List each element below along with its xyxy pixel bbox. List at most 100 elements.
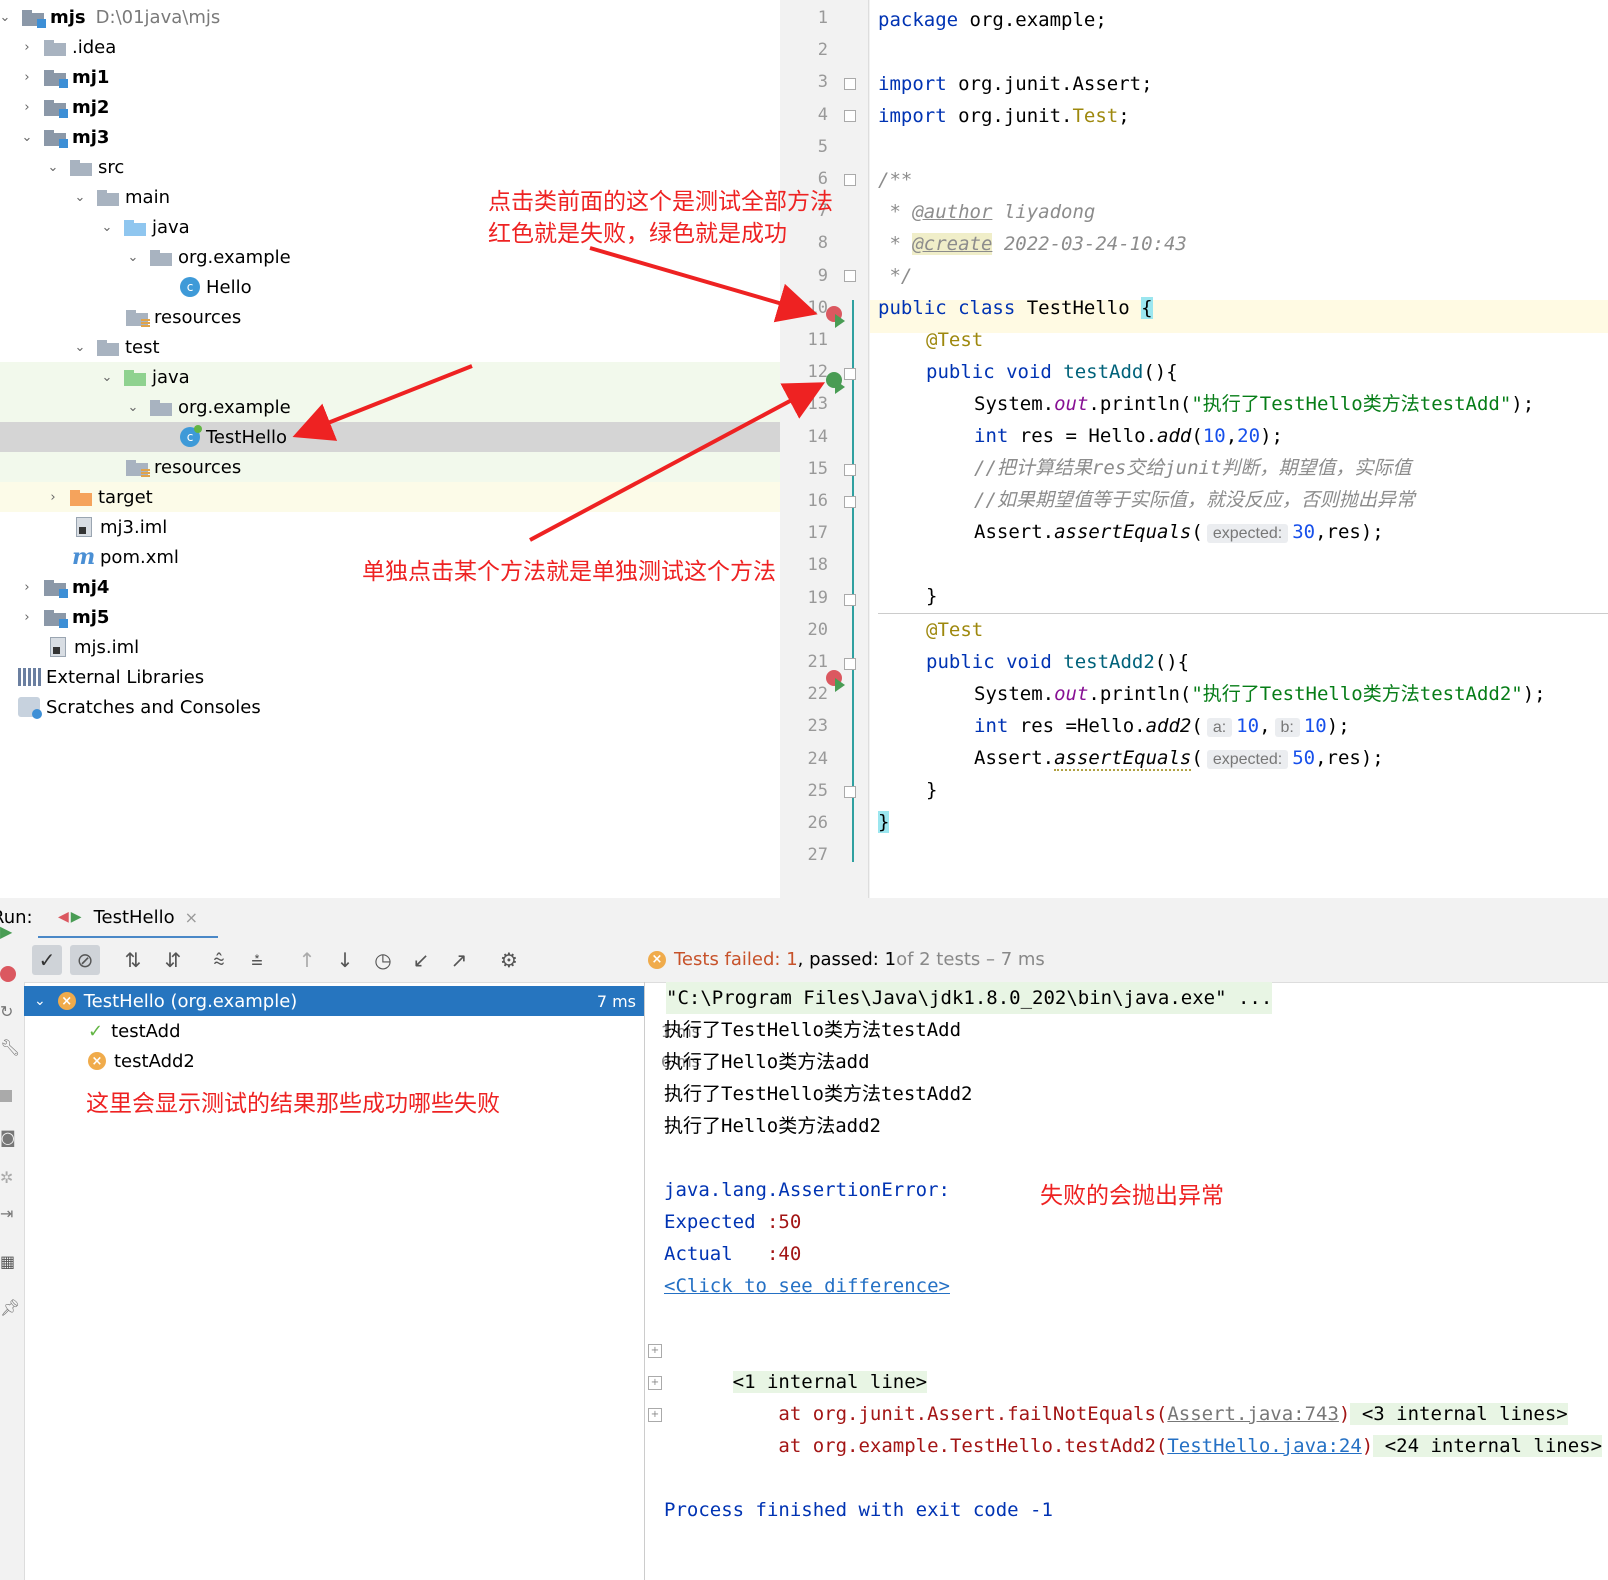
expand-all-icon[interactable]: ⩯ [213, 948, 225, 972]
expand-icon[interactable]: + [648, 1376, 662, 1390]
tree-item-main-resources[interactable]: resources [0, 302, 780, 332]
tree-item-test-java[interactable]: ⌄ java [0, 362, 780, 392]
run-method-passed-icon[interactable] [826, 372, 848, 394]
close-icon[interactable]: × [184, 907, 199, 927]
console-internal-line[interactable]: +<1 internal line> [648, 1334, 928, 1393]
fold-marker-icon[interactable] [844, 78, 856, 90]
tree-item-scratches[interactable]: Scratches and Consoles [0, 692, 780, 722]
fold-marker-icon[interactable] [844, 786, 856, 798]
run-class-failed-icon[interactable] [826, 306, 848, 328]
expand-icon[interactable]: + [648, 1408, 662, 1422]
tree-item-test-resources[interactable]: resources [0, 452, 780, 482]
chevron-down-icon[interactable]: ⌄ [101, 369, 113, 385]
tree-item-mj1[interactable]: › mj1 [0, 62, 780, 92]
stack-link-testhello[interactable]: TestHello.java:24 [1167, 1435, 1362, 1457]
run-tab-testhello[interactable]: ◀▶ TestHello × [38, 898, 219, 939]
fold-marker-icon[interactable] [844, 110, 856, 122]
result-row-testadd2[interactable]: × testAdd2 6 ms [24, 1046, 708, 1076]
fold-marker-icon[interactable] [844, 496, 856, 508]
console-diff-link[interactable]: <Click to see difference> [664, 1275, 950, 1297]
tree-item-mj5[interactable]: › mj5 [0, 602, 780, 632]
chevron-right-icon[interactable]: › [24, 579, 30, 595]
run-method-failed-icon[interactable] [826, 670, 848, 692]
result-row-testadd[interactable]: ✓ testAdd 1 ms [24, 1016, 708, 1046]
tree-item-hello[interactable]: c Hello [0, 272, 780, 302]
layout-icon[interactable]: ▦ [0, 1252, 16, 1271]
chevron-right-icon[interactable]: › [24, 99, 30, 115]
tree-item-main-java[interactable]: ⌄ java [0, 212, 780, 242]
rerun-failed-icon[interactable] [0, 966, 16, 982]
tree-item-idea[interactable]: › .idea [0, 32, 780, 62]
tree-item-mjs-iml[interactable]: mjs.iml [0, 632, 780, 662]
internal-lines-3[interactable]: <3 internal lines> [1350, 1403, 1568, 1425]
fold-marker-icon[interactable] [844, 658, 856, 670]
tree-item-mj3-iml[interactable]: mj3.iml [0, 512, 780, 542]
module-folder-icon [44, 579, 68, 598]
stop-icon[interactable] [0, 1090, 12, 1102]
chevron-down-icon[interactable]: ⌄ [34, 993, 46, 1009]
show-passed-icon[interactable]: ✓ [32, 945, 62, 975]
chevron-down-icon[interactable]: ⌄ [0, 9, 11, 25]
pin-icon[interactable]: 📌︎ [0, 1298, 21, 1317]
tree-item-main-package[interactable]: ⌄ org.example [0, 242, 780, 272]
tree-item-test[interactable]: ⌄ test [0, 332, 780, 362]
internal-lines-24[interactable]: <24 internal lines> [1373, 1435, 1603, 1457]
tree-item-target[interactable]: › target [0, 482, 780, 512]
import-tests-icon[interactable]: ↙ [412, 948, 430, 972]
chevron-down-icon[interactable]: ⌄ [127, 249, 139, 265]
tree-item-src[interactable]: ⌄ src [0, 152, 780, 182]
annotation-run-all: 点击类前面的这个是测试全部方法 [488, 189, 833, 215]
tree-item-label: External Libraries [46, 666, 205, 688]
chevron-down-icon[interactable]: ⌄ [21, 129, 33, 145]
settings-icon[interactable]: ✲ [0, 1168, 14, 1187]
tree-item-label: java [152, 216, 190, 238]
fold-marker-icon[interactable] [844, 270, 856, 282]
fold-marker-icon[interactable] [844, 464, 856, 476]
gear-icon[interactable]: ⚙ [500, 948, 518, 972]
tree-item-mj3[interactable]: ⌄ mj3 [0, 122, 780, 152]
fold-marker-icon[interactable] [844, 594, 856, 606]
chevron-down-icon[interactable]: ⌄ [74, 189, 86, 205]
stack-link-assert[interactable]: Assert.java:743 [1167, 1403, 1339, 1425]
previous-failed-icon[interactable]: ↑ [298, 948, 316, 972]
chevron-down-icon[interactable]: ⌄ [101, 219, 113, 235]
line-number: 21 [807, 652, 828, 672]
next-failed-icon[interactable]: ↓ [336, 948, 354, 972]
chevron-down-icon[interactable]: ⌄ [47, 159, 59, 175]
exit-icon[interactable]: ⇥ [0, 1204, 14, 1223]
chevron-down-icon[interactable]: ⌄ [74, 339, 86, 355]
history-icon[interactable]: ◷ [374, 948, 392, 972]
line-number: 9 [817, 265, 828, 286]
wrench-icon[interactable]: 🔧︎ [0, 1038, 21, 1057]
tree-item-mj2[interactable]: › mj2 [0, 92, 780, 122]
tree-root[interactable]: ⌄ mjs D:\01java\mjs [0, 2, 780, 32]
fold-marker-icon[interactable] [844, 368, 856, 380]
console-output[interactable]: "C:\Program Files\Java\jdk1.8.0_202\bin\… [648, 982, 1608, 1580]
export-tests-icon[interactable]: ↗ [450, 948, 468, 972]
chevron-right-icon[interactable]: › [24, 69, 30, 85]
show-ignored-icon[interactable]: ⊘ [70, 945, 100, 975]
tree-item-pom[interactable]: m pom.xml [0, 542, 780, 572]
result-row-suite[interactable]: ⌄ × TestHello (org.example) 7 ms [24, 986, 644, 1016]
expand-icon[interactable]: + [648, 1344, 662, 1358]
toggle-autotest-icon[interactable]: ↻ [0, 1002, 14, 1021]
fold-marker-icon[interactable] [844, 174, 856, 186]
tree-item-test-package[interactable]: ⌄ org.example [0, 392, 780, 422]
camera-icon[interactable]: ◙ [0, 1128, 16, 1147]
sort-alphabetically-icon[interactable]: ⇅ [124, 948, 142, 972]
rerun-icon[interactable]: ▶ [0, 922, 13, 941]
tree-item-mj4[interactable]: › mj4 [0, 572, 780, 602]
sort-by-duration-icon[interactable]: ⇵ [164, 948, 182, 972]
chevron-right-icon[interactable]: › [24, 609, 30, 625]
chevron-down-icon[interactable]: ⌄ [127, 399, 139, 415]
console-actual: Actual :40 [664, 1243, 802, 1265]
chevron-right-icon[interactable]: › [50, 489, 56, 505]
tree-item-label: test [125, 336, 160, 358]
chevron-right-icon[interactable]: › [24, 39, 30, 55]
code-line-12: public void testAdd(){ [926, 361, 1178, 383]
tree-item-external-libraries[interactable]: External Libraries [0, 662, 780, 692]
collapse-all-icon[interactable]: ⩮ [251, 948, 263, 972]
tree-item-testhello[interactable]: c TestHello [0, 422, 780, 452]
tree-item-main[interactable]: ⌄ main [0, 182, 780, 212]
